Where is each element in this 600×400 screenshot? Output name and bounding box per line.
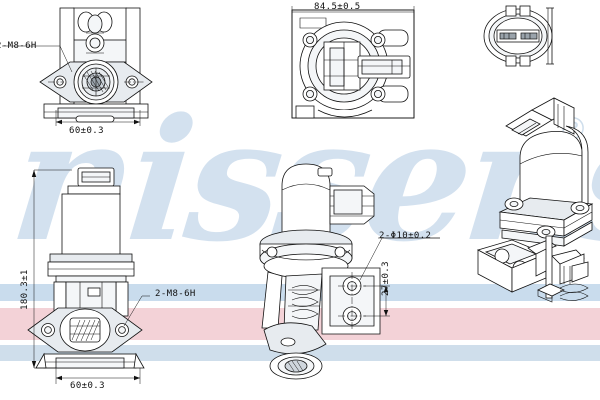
view-left-main [27, 167, 150, 384]
annotation-width-bottom: 60±0.3 [70, 381, 105, 391]
annotation-height-left: 180.3±1 [20, 269, 30, 310]
annotation-hole-diameter: 2-Φ10±0.2 [379, 231, 432, 241]
annotation-thread-mid: 2-M8-6H [155, 289, 196, 299]
view-center-iso [259, 163, 440, 380]
annotation-width-top: 60±0.3 [69, 126, 104, 136]
annotation-length-top-center: 84.5±0.5 [314, 2, 361, 12]
view-right-iso [476, 97, 594, 303]
annotation-thread-top: 2-M8-6H [0, 41, 37, 51]
view-top-right [483, 5, 554, 67]
annotation-hole-spacing: 27±0.3 [381, 261, 391, 296]
view-top-center [291, 6, 415, 119]
view-top-left [2, 7, 153, 126]
